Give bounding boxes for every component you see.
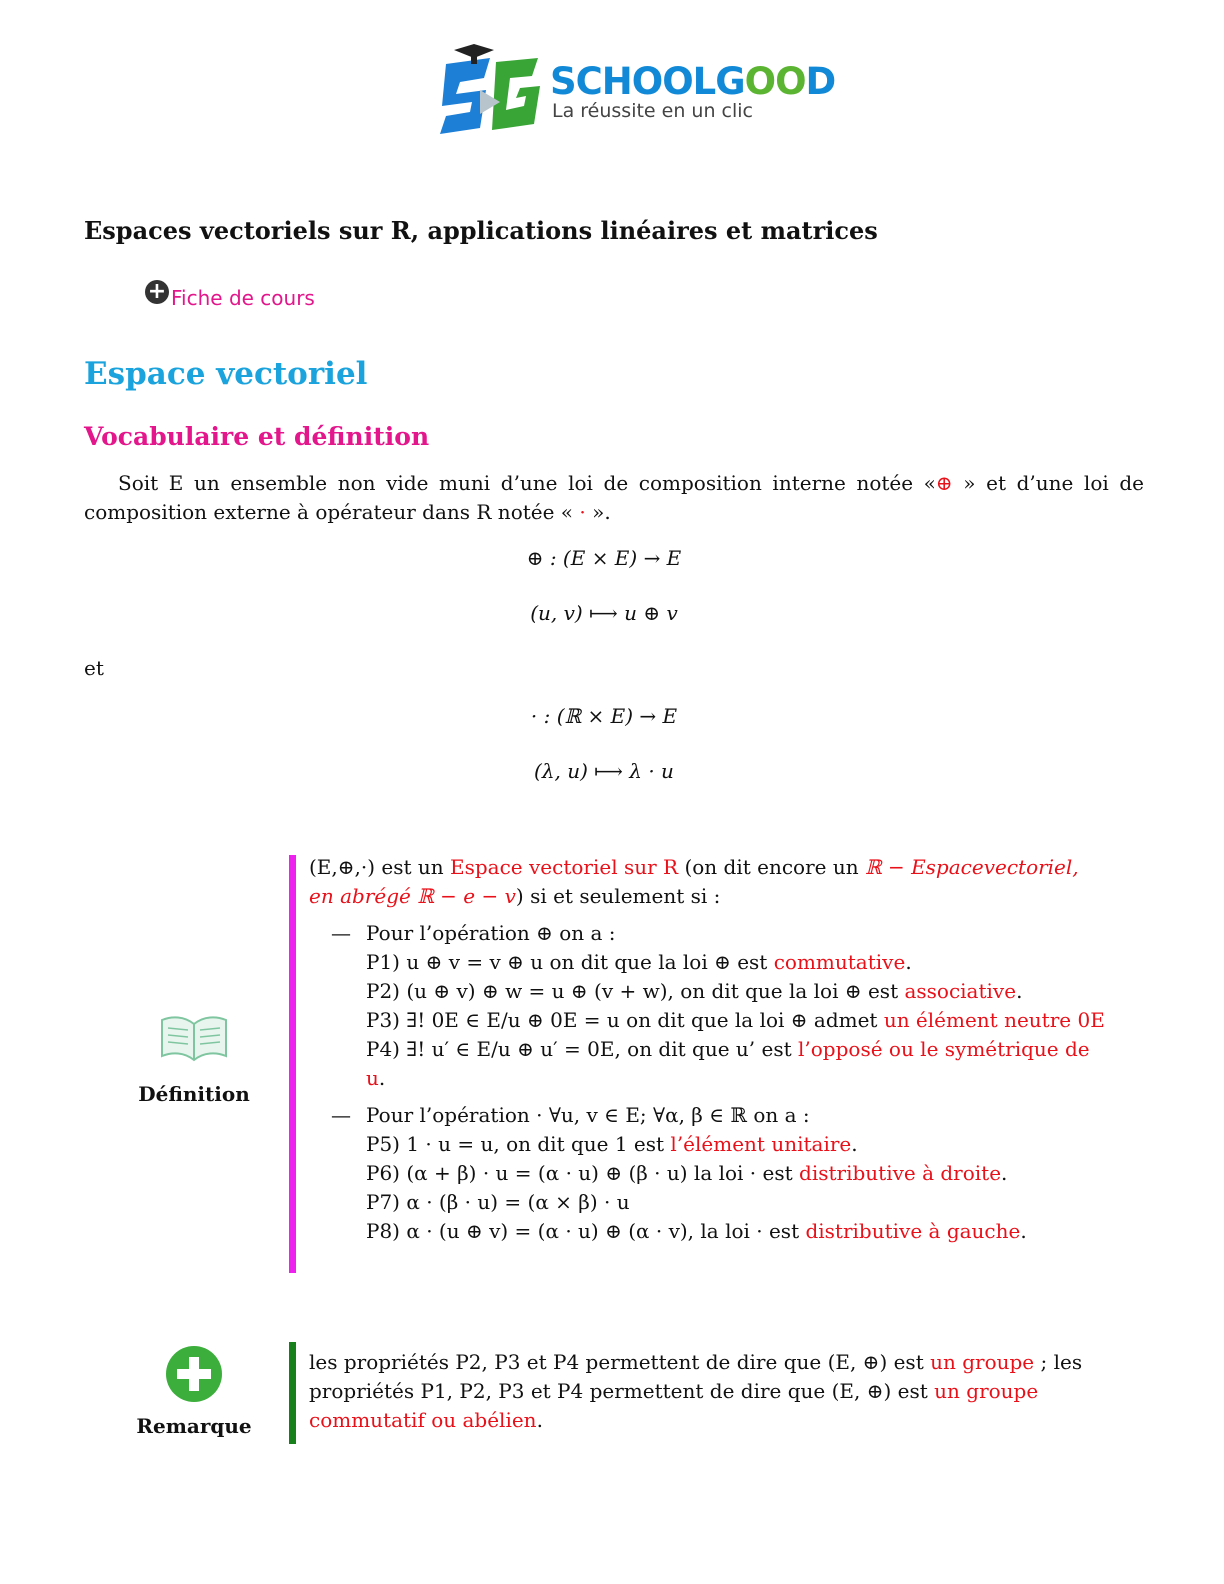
definition-group-dot: — Pour l’opération · ∀u, v ∈ E; ∀α, β ∈ … — [309, 1101, 1109, 1246]
open-book-icon — [158, 1008, 230, 1068]
section-heading: Espace vectoriel — [84, 356, 368, 392]
property-p8: P8) α · (u ⊕ v) = (α · u) ⊕ (α · v), la … — [366, 1219, 1027, 1243]
definition-accent-bar — [289, 855, 296, 1273]
property-p6: P6) (α + β) · u = (α · u) ⊕ (β · u) la l… — [366, 1161, 1008, 1185]
plus-circle-icon: + — [145, 280, 169, 304]
remark-accent-bar — [289, 1342, 296, 1444]
subsection-heading: Vocabulaire et définition — [84, 422, 430, 451]
property-p7: P7) α · (β · u) = (α × β) · u — [366, 1190, 630, 1214]
property-p4: P4) ∃! u′ ∈ E/u ⊕ u′ = 0E, on dit que u’… — [366, 1037, 1090, 1090]
remark-content: les propriétés P2, P3 et P4 permettent d… — [309, 1350, 1083, 1432]
equation-plus-mapping: ⊕ : (E × E) → E — [526, 546, 682, 570]
brand-tagline: La réussite en un clic — [552, 100, 753, 122]
intro-paragraph: Soit E un ensemble non vide muni d’une l… — [84, 471, 1144, 524]
equation-dot-mapping: · : (ℝ × E) → E — [530, 704, 678, 728]
document-title: Espaces vectoriels sur R, applications l… — [84, 216, 878, 245]
remark-label: Remarque — [136, 1414, 252, 1438]
sg-monogram-icon — [440, 44, 540, 134]
fiche-de-cours-label: Fiche de cours — [171, 286, 315, 310]
equation-dot-rule: (λ, u) ⟼ λ · u — [534, 759, 674, 783]
definition-label: Définition — [138, 1082, 250, 1106]
property-p2: P2) (u ⊕ v) ⊕ w = u ⊕ (v + w), on dit qu… — [366, 979, 1023, 1003]
property-p5: P5) 1 · u = u, on dit que 1 est l’élémen… — [366, 1132, 858, 1156]
equation-plus-rule: (u, v) ⟼ u ⊕ v — [530, 601, 678, 625]
definition-group-plus: — Pour l’opération ⊕ on a : P1) u ⊕ v = … — [309, 919, 1109, 1093]
definition-content: (E,⊕,·) est un Espace vectoriel sur R (o… — [309, 853, 1109, 1246]
property-p3: P3) ∃! 0E ∈ E/u ⊕ 0E = u on dit que la l… — [366, 1008, 1105, 1032]
connector-et: et — [84, 656, 104, 680]
schoolgood-logo: SCHOOLGOOD La réussite en un clic — [440, 44, 836, 144]
property-p1: P1) u ⊕ v = v ⊕ u on dit que la loi ⊕ es… — [366, 950, 912, 974]
fiche-de-cours-link[interactable]: + Fiche de cours — [145, 280, 315, 310]
definition-intro: (E,⊕,·) est un Espace vectoriel sur R (o… — [309, 855, 1079, 908]
brand-name: SCHOOLGOOD — [550, 60, 836, 103]
plus-circle-icon — [166, 1346, 222, 1402]
